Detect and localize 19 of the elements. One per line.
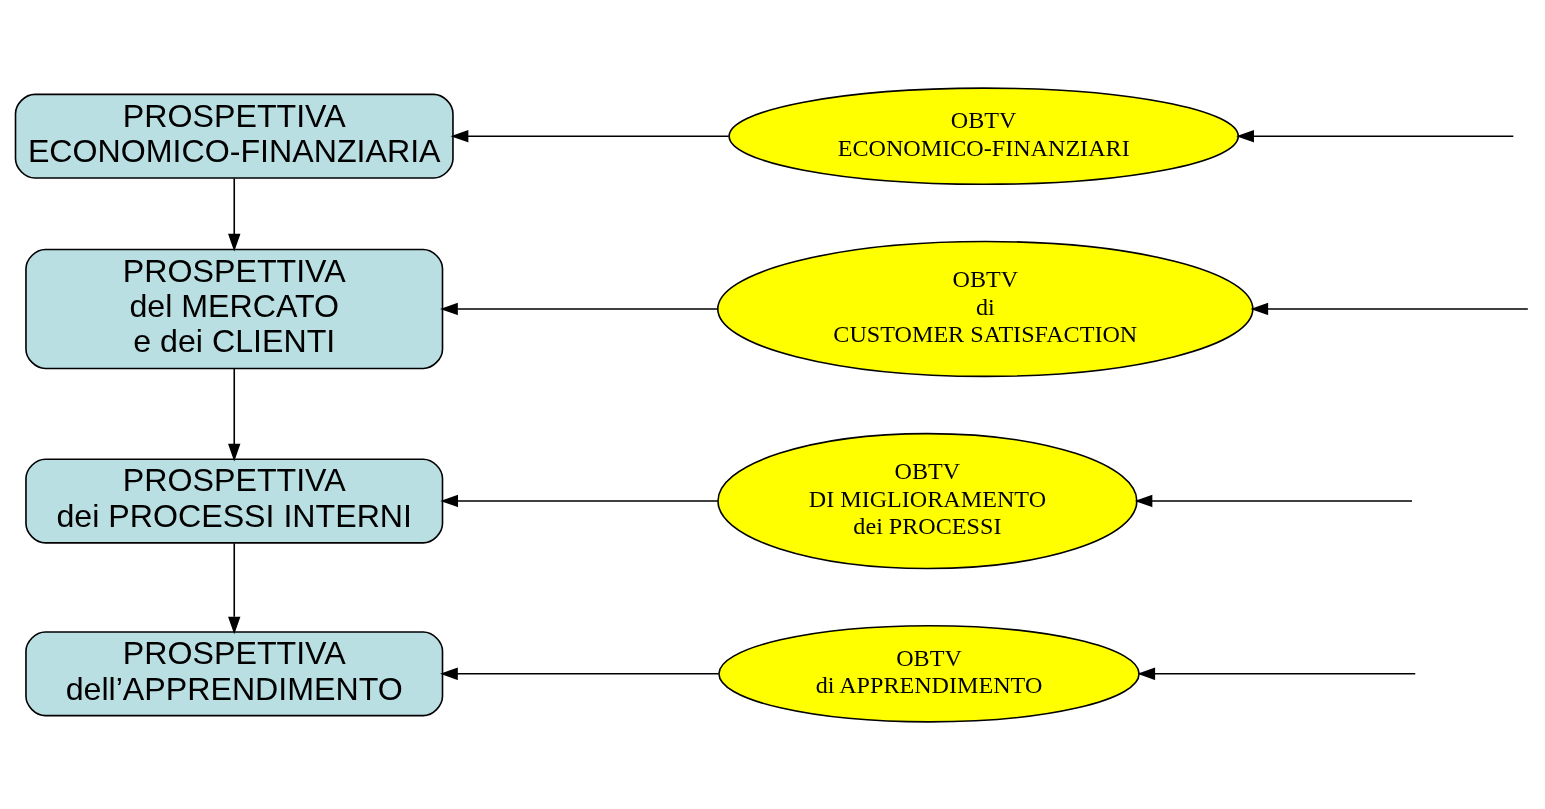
arrow — [1134, 494, 1413, 507]
node-box: PROSPETTIVA dell’APPRENDIMENTO — [25, 630, 444, 716]
node-ellipse: OBTV di APPRENDIMENTO — [718, 624, 1140, 723]
arrow — [440, 494, 719, 507]
node-box: PROSPETTIVA del MERCATO e dei CLIENTI — [25, 248, 444, 369]
arrow — [228, 541, 241, 634]
node-box: PROSPETTIVA dei PROCESSI INTERNI — [25, 457, 444, 544]
arrow — [228, 367, 241, 461]
arrow — [1137, 667, 1417, 680]
arrow — [440, 302, 719, 315]
arrow — [1250, 302, 1529, 315]
arrow — [1236, 129, 1515, 142]
node-ellipse: OBTV di CUSTOMER SATISFACTION — [717, 240, 1254, 377]
arrow — [440, 667, 720, 680]
node-box: PROSPETTIVA ECONOMICO-FINANZIARIA — [14, 93, 454, 179]
node-ellipse: OBTV DI MIGLIORAMENTO dei PROCESSI — [717, 432, 1138, 569]
arrow — [228, 177, 241, 252]
node-ellipse: OBTV ECONOMICO-FINANZIARI — [728, 86, 1240, 185]
arrow — [450, 129, 730, 142]
